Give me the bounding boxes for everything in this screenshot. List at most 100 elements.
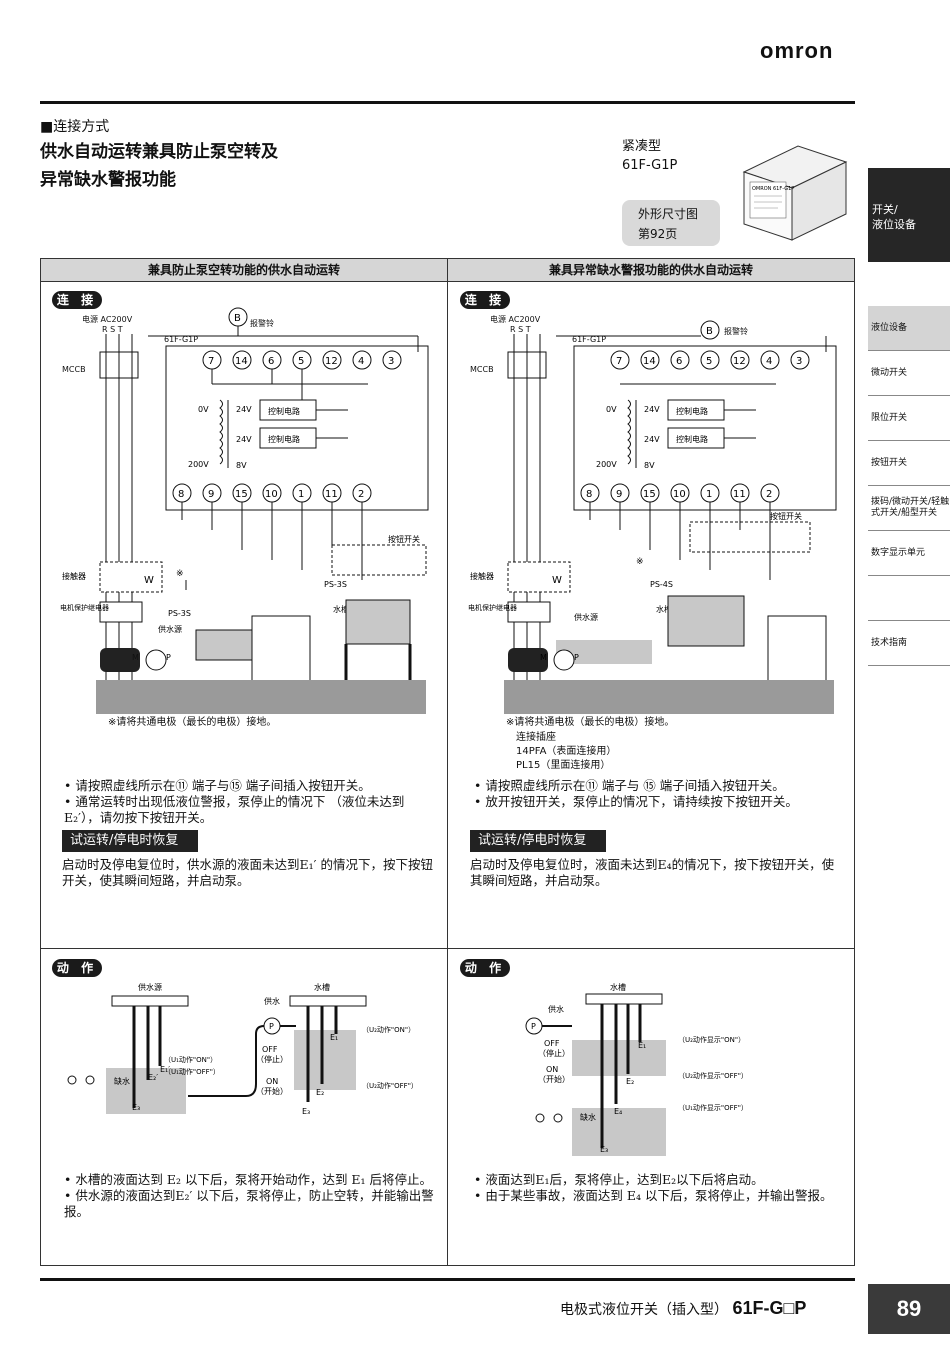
side-tab-display[interactable]: 数字显示单元 — [868, 531, 950, 576]
r-b11: 11 — [733, 489, 746, 500]
right-column-header: 兼具异常缺水警报功能的供水自动运转 — [448, 259, 854, 282]
la-supply: 供水 — [264, 996, 280, 1006]
section-label: ■连接方式 — [40, 119, 110, 135]
l-ctrl-2: 控制电路 — [268, 434, 300, 444]
svg-text:P: P — [531, 1022, 536, 1031]
l-200v: 200V — [188, 460, 209, 469]
l-top-terminals: 7 14 6 5 12 4 3 — [202, 350, 402, 370]
r-ctrl-1: 控制电路 — [676, 406, 708, 416]
ra-e1: E₁ — [638, 1041, 646, 1050]
r-t14: 14 — [643, 356, 656, 367]
side-tab-guide[interactable]: 技术指南 — [868, 621, 950, 666]
r-t6: 6 — [676, 356, 682, 367]
svg-text:B: B — [706, 326, 713, 337]
ra-e2: E₂ — [626, 1077, 634, 1086]
l-t5: 5 — [298, 356, 304, 367]
la-off: OFF — [262, 1045, 278, 1054]
l-contactor-label: 接触器 — [62, 571, 86, 581]
r-b1: 1 — [706, 489, 712, 500]
svg-text:W: W — [552, 575, 562, 586]
r-bottom-terminals: 8 9 15 10 1 11 2 — [580, 483, 780, 503]
l-src-label: 供水源 — [158, 624, 182, 634]
right-connect-label: 连 接 — [460, 291, 510, 309]
r-b15: 15 — [643, 489, 656, 500]
side-tab-top-1: 开关/ — [872, 203, 898, 216]
la-stop: （停止） — [256, 1054, 288, 1064]
left-action-bullet-2-text: 供水源的液面达到E₂′ 以下后，泵将停止，防止空转，并能输出警报。 — [64, 1188, 434, 1219]
left-bullet-2: • 通常运转时出现低液位警报，泵停止的情况下 （液位未达到E₂′），请勿按下按钮… — [64, 794, 405, 825]
right-socket-note: 连接插座 14PFA（表面连接用） PL15（里面连接用） — [516, 731, 616, 773]
page-title: 供水自动运转兼具防止泵空转及 异常缺水警报功能 — [40, 138, 278, 194]
l-bottom-terminals: 8 9 15 10 1 11 2 — [172, 483, 372, 503]
side-tab-level[interactable]: 液位设备 — [868, 306, 950, 351]
side-tab-dip[interactable]: 拨码/微动开关/轻触式开关/船型开关 — [868, 486, 950, 531]
ra-u1off: （U₁动作显示"OFF"） — [678, 1103, 748, 1112]
right-ground-note: ※请将共通电极（最长的电极）接地。 — [506, 717, 675, 728]
r-power-label: 电源 AC200V — [490, 314, 541, 324]
r-alarm-label: 报警铃 — [724, 326, 748, 336]
svg-text:W: W — [144, 575, 154, 586]
r-t3: 3 — [796, 356, 802, 367]
l-0v: 0V — [198, 405, 209, 414]
ra-alarm-icon — [535, 1113, 545, 1123]
dim-line-1: 外形尺寸图 — [638, 207, 699, 221]
l-model-label: 61F-G1P — [164, 335, 198, 344]
la-u1off: （U₁动作"OFF"） — [164, 1067, 220, 1076]
row-divider — [40, 948, 855, 949]
left-action-bullet-2: • 供水源的液面达到E₂′ 以下后，泵将停止，防止空转，并能输出警报。 — [64, 1188, 434, 1219]
right-action-diagram: 水槽 供水 P OFF （停止） ON （开始） 缺水 E₁ E₂ E₄ E₃ … — [525, 982, 748, 1156]
r-24v-2: 24V — [644, 435, 660, 444]
omron-logo: omron — [760, 38, 834, 63]
la-e2: E₂ — [316, 1088, 324, 1097]
side-tab-micro[interactable]: 微动开关 — [868, 351, 950, 396]
l-b8: 8 — [178, 489, 184, 500]
socket-note-2: 14PFA（表面连接用） — [516, 746, 617, 757]
ra-u2off: （U₂动作显示"OFF"） — [678, 1071, 748, 1080]
r-b2: 2 — [766, 489, 772, 500]
l-rst-label: R S T — [102, 325, 123, 334]
l-t6: 6 — [268, 356, 274, 367]
right-action-bullet-1-text: 液面达到E₁后，泵将停止，达到E₂以下后将启动。 — [485, 1172, 764, 1187]
right-bullet-2-text: 放开按钮开关，泵停止的情况下，请持续按下按钮开关。 — [485, 794, 798, 809]
r-t7: 7 — [616, 356, 622, 367]
la-e3: E₃ — [132, 1103, 140, 1112]
r-8v: 8V — [644, 461, 655, 470]
side-tab-switch-level[interactable]: 开关/ 液位设备 — [868, 168, 950, 262]
ra-e4: E₄ — [614, 1107, 622, 1116]
l-t14: 14 — [235, 356, 248, 367]
r-top-terminals: 7 14 6 5 12 4 3 — [610, 350, 810, 370]
left-wiring-diagram: 电源 AC200V R S T MCCB 61F-G1P 报警铃 B 7 14 … — [60, 307, 429, 714]
ra-tank: 水槽 — [610, 982, 626, 992]
side-tab-top-2: 液位设备 — [872, 218, 916, 231]
r-contactor-label: 接触器 — [470, 571, 494, 581]
side-tab-blank — [868, 576, 950, 621]
socket-note-3: PL15（里面连接用） — [516, 760, 611, 771]
r-model-label: 61F-G1P — [572, 335, 606, 344]
l-b9: 9 — [208, 489, 214, 500]
side-tab-list: 液位设备 微动开关 限位开关 按钮开关 拨码/微动开关/轻触式开关/船型开关 数… — [868, 306, 950, 666]
r-mccb-label: MCCB — [470, 365, 494, 374]
r-m-label: M — [540, 653, 547, 662]
footer: 电极式液位开关（插入型） 61F-G□P — [560, 1298, 806, 1319]
left-bullet-1: • 请按照虚线所示在⑪ 端子与⑮ 端子间插入按钮开关。 — [64, 778, 371, 793]
la-src: 供水源 — [138, 982, 162, 992]
page-number: 89 — [868, 1284, 950, 1334]
left-action-label: 动 作 — [52, 959, 102, 977]
la-u2off: （U₂动作"OFF"） — [362, 1081, 418, 1090]
left-bullet-2-text: 通常运转时出现低液位警报，泵停止的情况下 （液位未达到E₂′），请勿按下按钮开关… — [64, 794, 405, 825]
dimension-link-button[interactable]: 外形尺寸图 第92页 — [622, 200, 720, 246]
la-e1p: E₁′ — [160, 1065, 170, 1074]
l-8v: 8V — [236, 461, 247, 470]
l-tank-label: 水槽 — [333, 604, 349, 614]
l-relay-label: 电机保护继电器 — [60, 603, 109, 612]
right-action-label: 动 作 — [460, 959, 510, 977]
la-e1: E₁ — [330, 1033, 338, 1042]
l-b10: 10 — [265, 489, 278, 500]
top-rule — [40, 101, 855, 104]
title-line-2: 异常缺水警报功能 — [40, 170, 176, 190]
side-tab-push[interactable]: 按钮开关 — [868, 441, 950, 486]
left-action-bullet-1-text: 水槽的液面达到 E₂ 以下后，泵将开始动作，达到 E₁ 后将停止。 — [75, 1172, 433, 1187]
ra-start: （开始） — [538, 1074, 570, 1084]
l-b15: 15 — [235, 489, 248, 500]
side-tab-limit[interactable]: 限位开关 — [868, 396, 950, 441]
